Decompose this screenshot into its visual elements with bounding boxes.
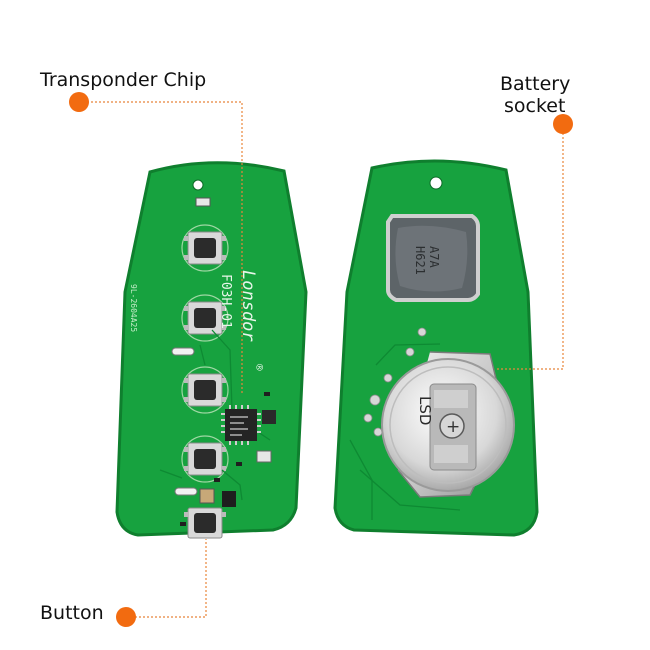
pcb-registered-mark: ® xyxy=(253,364,266,371)
pcb-brand-text: Lonsdor xyxy=(238,270,258,342)
tactile-buttons xyxy=(184,231,226,539)
button-marker xyxy=(116,607,136,627)
button-label: Button xyxy=(40,602,104,624)
pcb-board-id-text: 9L-2604A25 xyxy=(129,284,138,332)
battery-socket-marker xyxy=(553,114,573,134)
ic-chip: A7A H621 xyxy=(386,214,480,302)
transponder-chip-label: Transponder Chip xyxy=(40,69,207,91)
chip-text-b: H621 xyxy=(413,246,427,275)
battery-plus-text: + xyxy=(446,417,460,437)
battery-socket: LSD + xyxy=(381,351,515,498)
battery-socket-label-line1: Battery xyxy=(500,73,571,95)
right-pcb-board: A7A H621 LSD + xyxy=(333,159,539,537)
battery-brand-text: LSD xyxy=(416,396,434,425)
transponder-chip xyxy=(221,405,261,445)
left-pcb-board: Lonsdor ® F03H-01 9L-2604A25 xyxy=(115,161,308,539)
transponder-chip-marker xyxy=(69,92,89,112)
chip-text-a: A7A xyxy=(427,246,441,268)
pcb-model-text: F03H-01 xyxy=(218,274,233,329)
battery-socket-label-line2: socket xyxy=(504,95,566,117)
callout-lines xyxy=(79,101,564,618)
